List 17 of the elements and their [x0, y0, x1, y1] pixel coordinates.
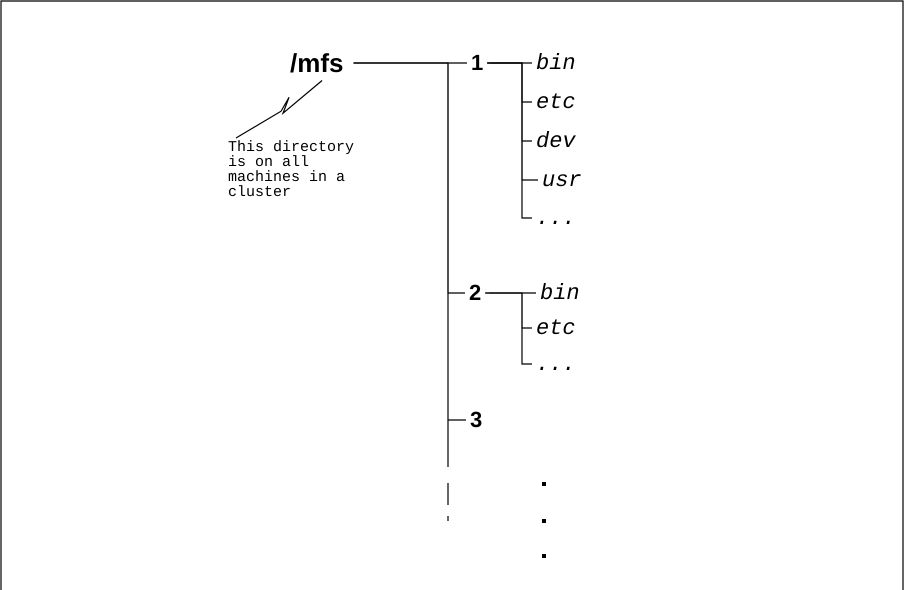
tree-connector — [353, 62, 466, 421]
directory-name: etc — [536, 316, 576, 340]
directory-name: etc — [536, 90, 576, 114]
directory-name: bin — [540, 280, 580, 306]
directory-name: ... — [536, 206, 576, 230]
machine-number: 3 — [470, 407, 482, 433]
directory-name: bin — [536, 50, 576, 76]
machine-number: 1 — [471, 50, 484, 76]
tree-connector — [485, 292, 532, 365]
note-text: This directory is on all machines in a cluster — [228, 140, 360, 200]
directory-label: /mfs — [290, 48, 344, 78]
directory-name: usr — [542, 168, 582, 192]
tree-connector — [487, 62, 532, 219]
directory-name: ... — [536, 352, 576, 376]
directory-name: dev — [536, 128, 576, 154]
leader-line — [236, 80, 322, 139]
machine-number: 2 — [469, 280, 482, 306]
